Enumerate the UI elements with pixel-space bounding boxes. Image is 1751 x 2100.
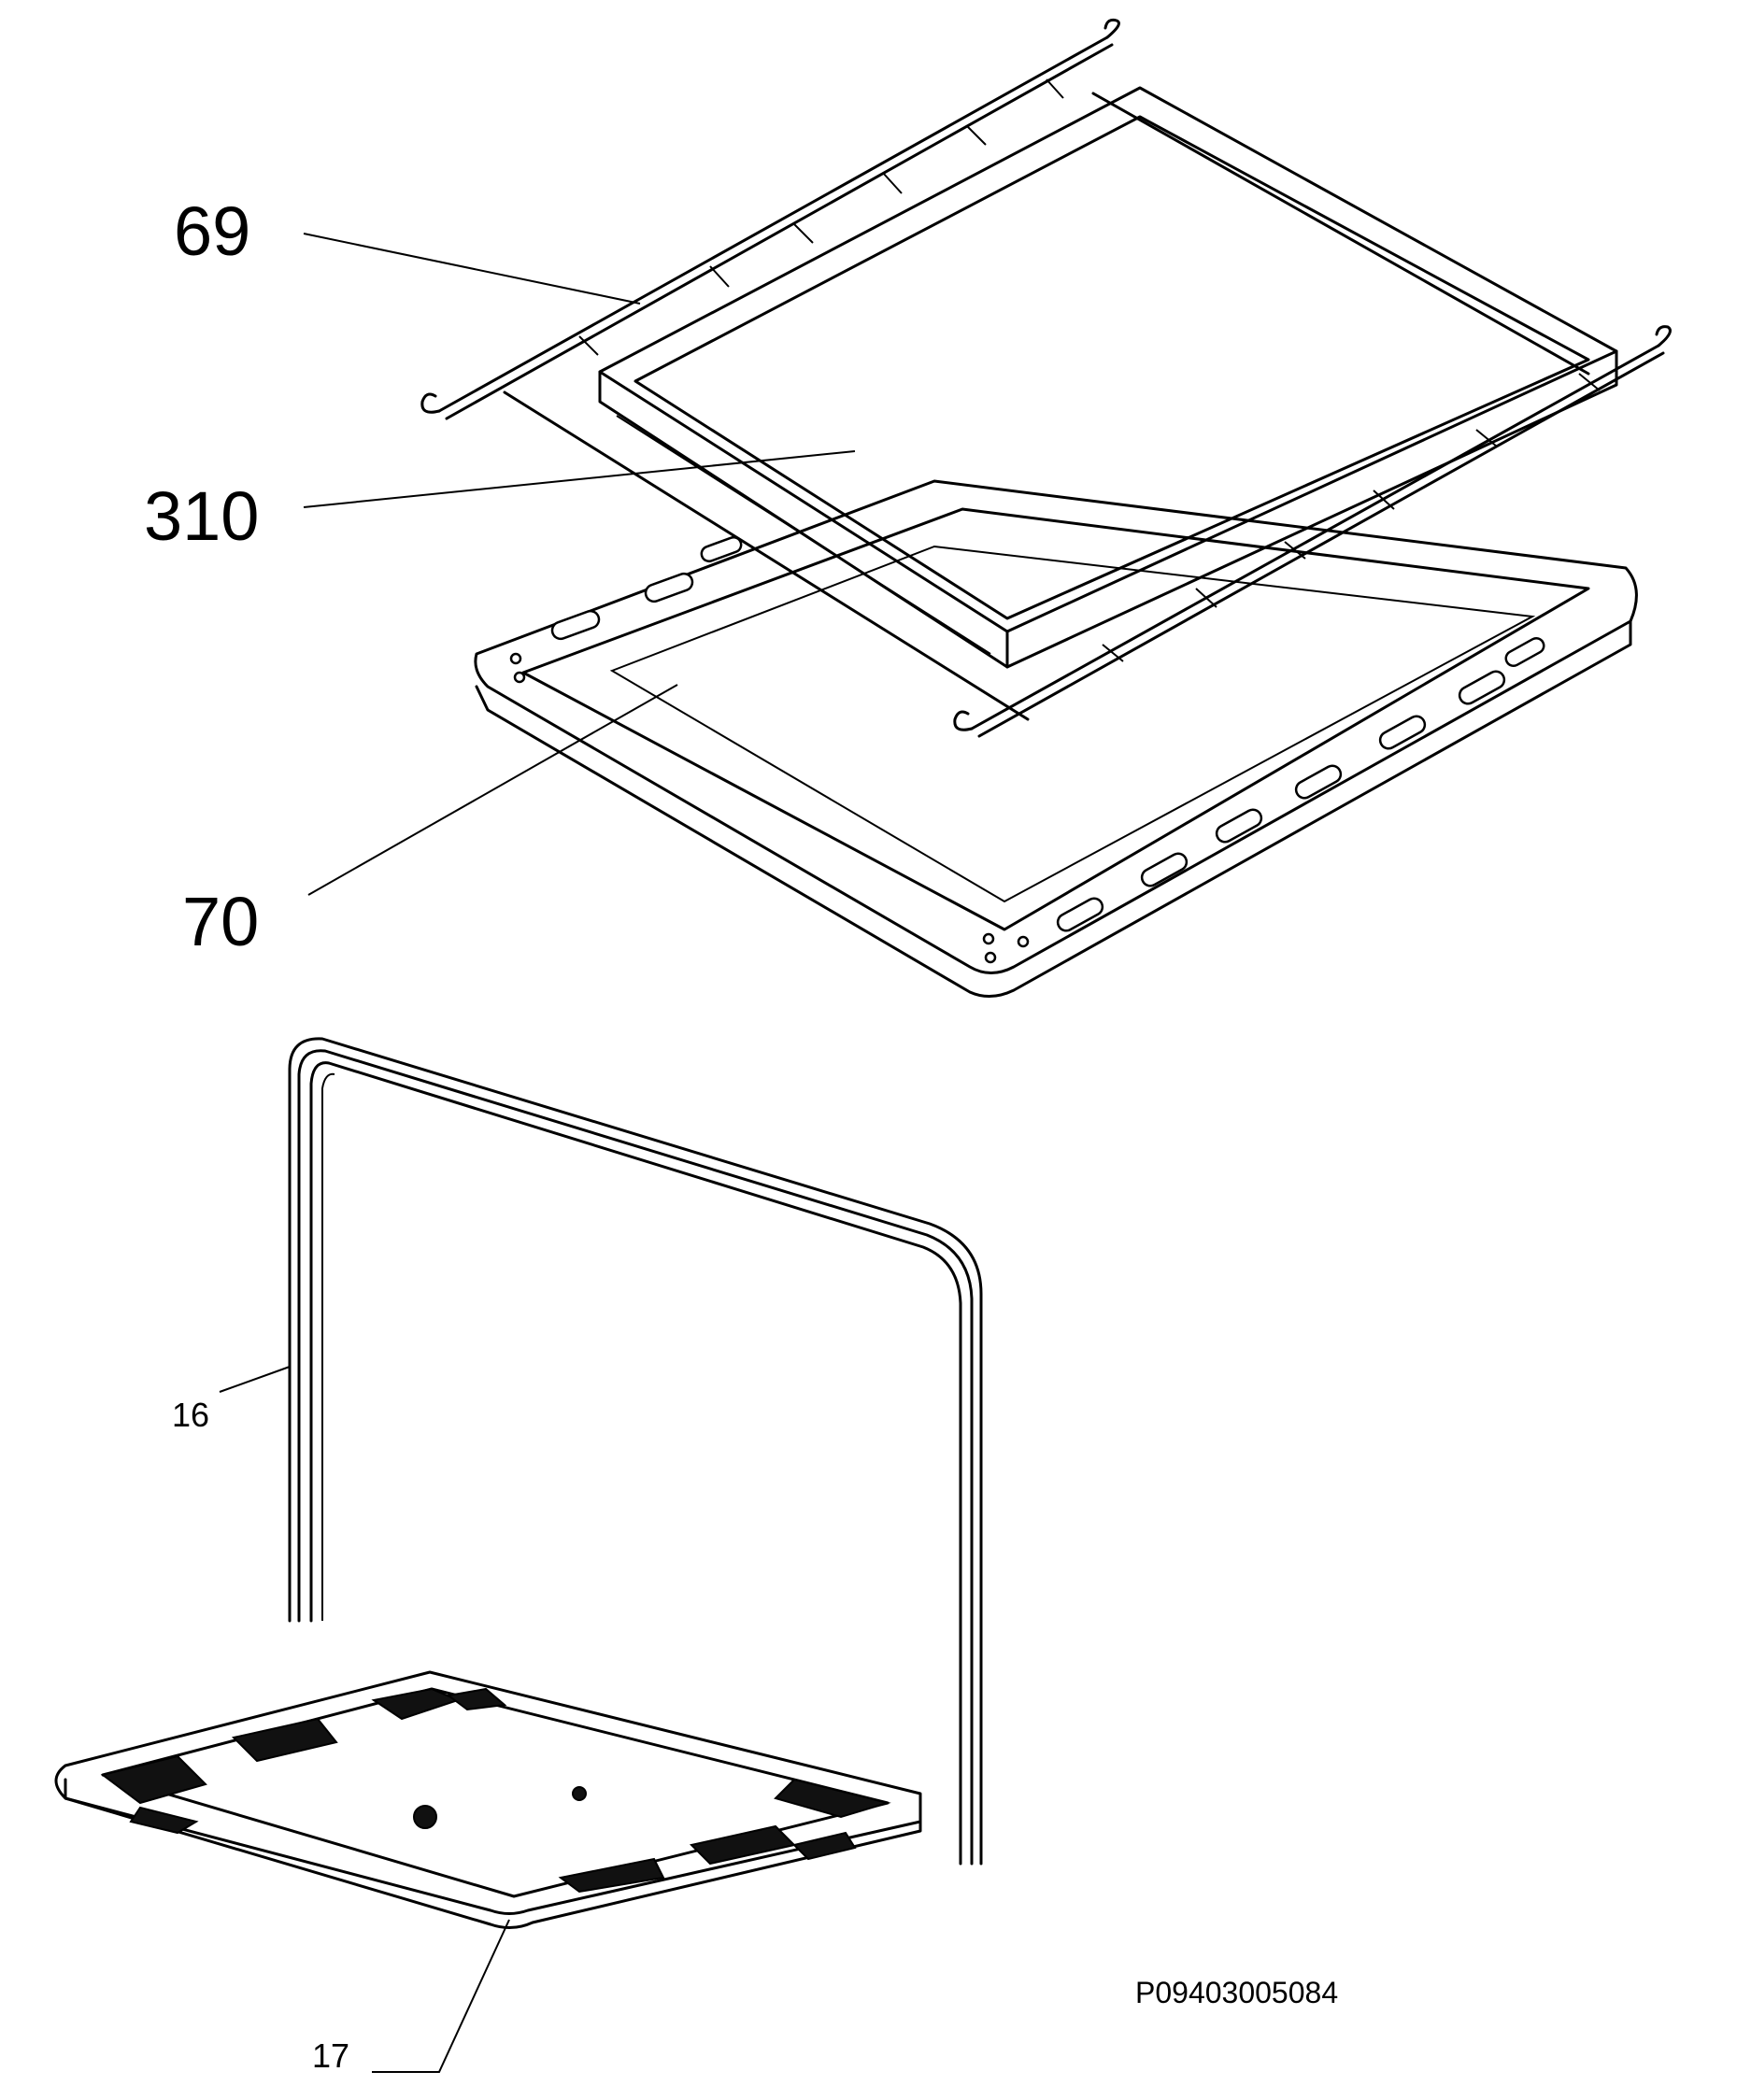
callout-16: 16 <box>172 1396 209 1434</box>
leader-310 <box>303 450 856 508</box>
callout-310: 310 <box>144 477 259 555</box>
reference-code: P09403005084 <box>1135 1976 1338 2009</box>
door-panel-part <box>54 1670 922 1929</box>
callout-17: 17 <box>312 2036 349 2075</box>
gasket-part <box>288 1037 983 1866</box>
leader-17 <box>372 1919 510 2073</box>
leader-69 <box>303 233 641 305</box>
leader-70 <box>307 684 678 896</box>
leader-16 <box>219 1366 291 1393</box>
leader-lines <box>219 233 856 2073</box>
callout-labels: 69 310 70 16 17 P09403005084 <box>144 192 1338 2075</box>
callout-70: 70 <box>182 883 259 960</box>
callout-69: 69 <box>174 192 250 270</box>
frame-part <box>474 479 1638 998</box>
tray-part <box>598 86 1618 669</box>
